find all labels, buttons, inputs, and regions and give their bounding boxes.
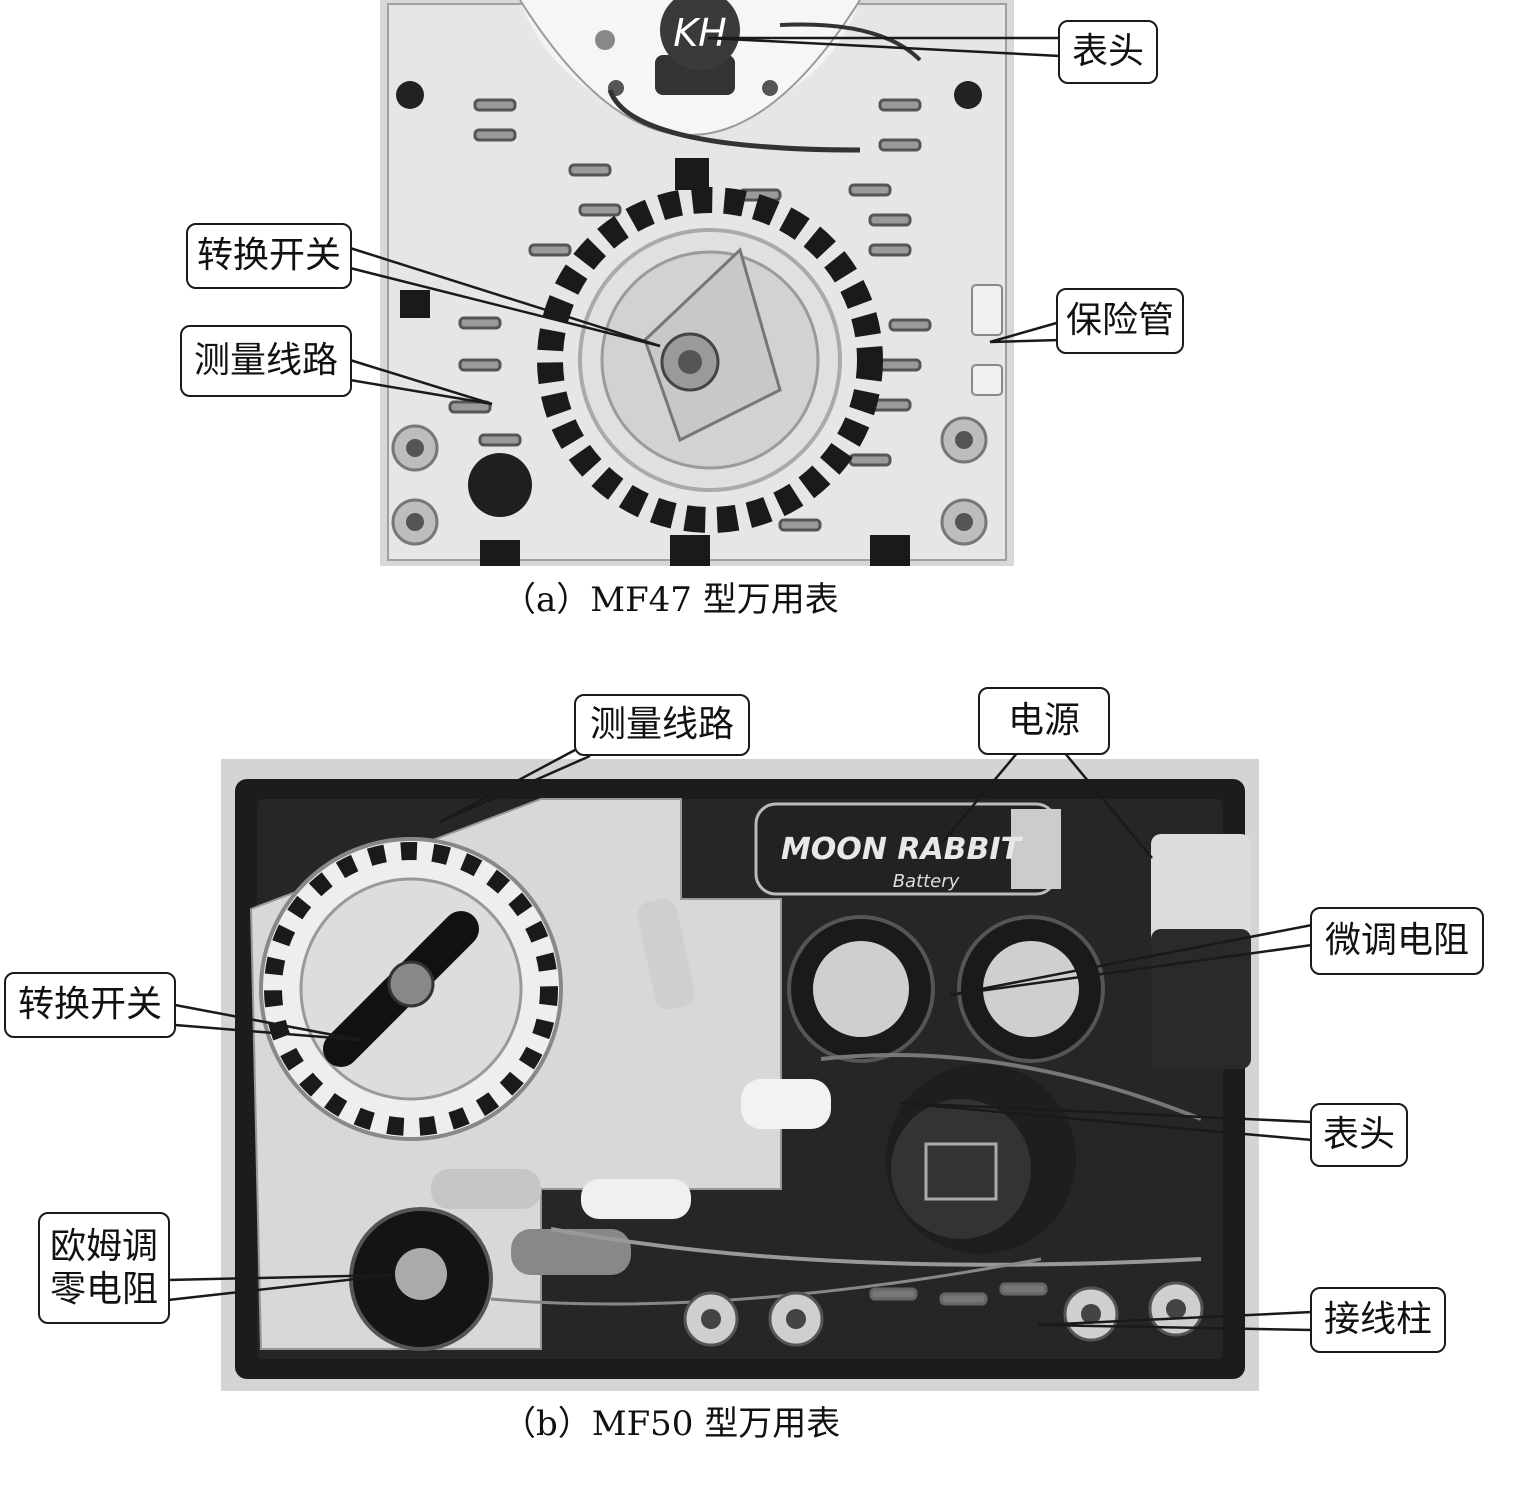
mf50-case-photo: MOON RABBIT Battery <box>221 759 1259 1391</box>
label-b-ohm-zero-line2: 零电阻 <box>49 1269 158 1310</box>
label-a-fuse-tube: 保险管 <box>1056 288 1184 354</box>
caption-a: （a）MF47 型万用表 <box>502 580 839 620</box>
mf47-board-illustration: KH <box>380 0 1014 566</box>
caption-b: （b）MF50 型万用表 <box>502 1404 841 1444</box>
label-b-selector-switch: 转换开关 <box>4 972 176 1038</box>
mf50-case-illustration: MOON RABBIT Battery <box>221 759 1259 1391</box>
label-a-measuring-circuit: 测量线路 <box>180 325 352 397</box>
label-b-binding-posts: 接线柱 <box>1310 1287 1446 1353</box>
label-b-ohm-zero-resistor: 欧姆调 零电阻 <box>38 1212 170 1324</box>
meter-logo: KH <box>673 11 727 55</box>
mf47-board-photo: KH <box>380 0 1014 566</box>
label-a-selector-switch: 转换开关 <box>186 223 352 289</box>
battery-brand-text: MOON RABBIT <box>781 832 1024 867</box>
label-b-measuring-circuit: 测量线路 <box>574 694 750 756</box>
battery-word-text: Battery <box>893 871 960 892</box>
label-a-meter-head: 表头 <box>1058 20 1158 84</box>
label-b-trim-resistor: 微调电阻 <box>1310 907 1484 975</box>
label-b-ohm-zero-line1: 欧姆调 <box>49 1225 158 1267</box>
label-b-power-supply: 电源 <box>978 687 1110 755</box>
label-b-meter-head: 表头 <box>1310 1103 1408 1167</box>
